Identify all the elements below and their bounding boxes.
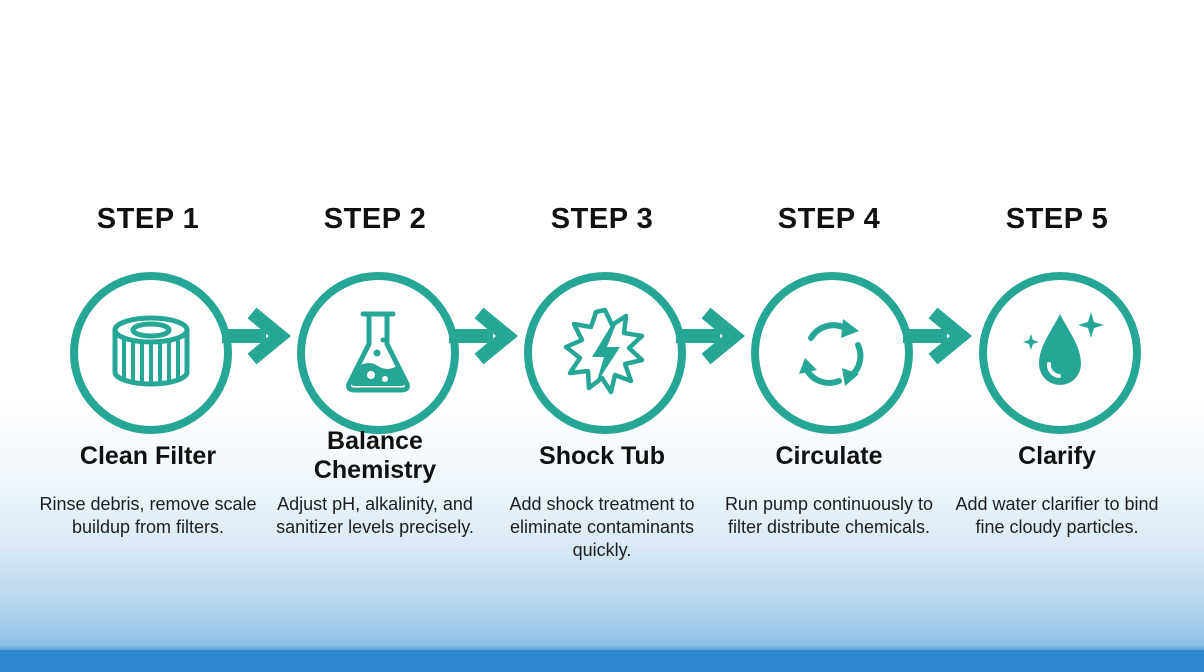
step-description: Add shock treatment to eliminate contami… xyxy=(509,494,695,560)
flask-icon xyxy=(346,311,410,393)
step-title: Balance Chemistry xyxy=(313,427,437,484)
filter-cartridge-icon xyxy=(112,315,190,387)
step-1-circle xyxy=(70,272,232,434)
step-3-circle xyxy=(524,272,686,434)
step-2-circle xyxy=(297,272,459,434)
arrow-right-icon xyxy=(676,307,746,365)
step-title: Clarify xyxy=(1018,441,1096,470)
water-drop-sparkle-icon xyxy=(1023,312,1104,385)
step-4-circle xyxy=(751,272,913,434)
arrow-right-icon xyxy=(449,307,519,365)
step-description: Rinse debris, remove scale buildup from … xyxy=(39,494,257,537)
step-label: STEP 3 xyxy=(550,203,654,235)
step-label: STEP 1 xyxy=(96,203,200,235)
step-title: Clean Filter xyxy=(79,441,217,470)
step-description: Run pump continuously to filter distribu… xyxy=(724,494,934,537)
step-label: STEP 5 xyxy=(1005,203,1109,235)
bottom-band xyxy=(0,650,1204,672)
step-label: STEP 2 xyxy=(323,203,427,235)
arrow-right-icon xyxy=(222,307,292,365)
lightning-burst-icon xyxy=(563,307,645,395)
step-5-circle xyxy=(979,272,1141,434)
step-label: STEP 4 xyxy=(777,203,881,235)
step-description: Adjust pH, alkalinity, and sanitizer lev… xyxy=(276,494,474,537)
circular-arrows-icon xyxy=(799,319,864,386)
step-title: Shock Tub xyxy=(539,441,665,470)
step-description: Add water clarifier to bind fine cloudy … xyxy=(955,494,1159,537)
arrow-right-icon xyxy=(903,307,973,365)
step-title: Circulate xyxy=(775,441,883,470)
